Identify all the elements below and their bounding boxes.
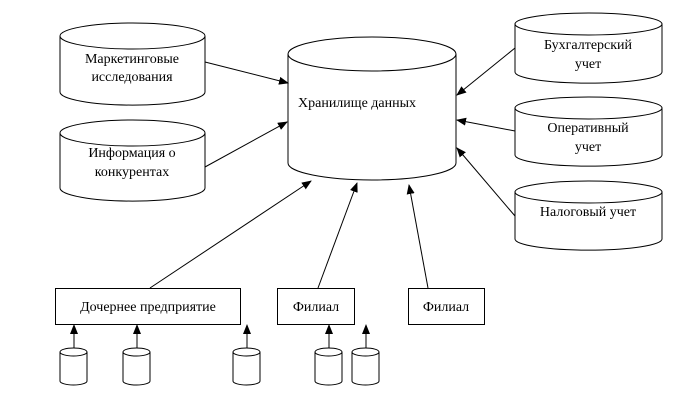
- operational-accounting-label-1: Оперативный: [547, 121, 629, 136]
- arrow-operational-to-warehouse: [456, 117, 516, 132]
- accounting-label-2: учет: [575, 57, 601, 72]
- accounting-cylinder: Бухгалтерский учет: [514, 12, 663, 84]
- marketing-research-cylinder: Маркетинговые исследования: [59, 22, 206, 106]
- arrow-subsidiary-to-warehouse: [149, 180, 312, 289]
- small-database-icon: [122, 347, 151, 386]
- arrow-accounting-to-warehouse: [456, 47, 516, 96]
- small-database-icon: [314, 347, 343, 386]
- marketing-research-label-2: исследования: [91, 70, 173, 85]
- competitor-info-label-1: Информация о: [88, 146, 175, 161]
- branch-1-label: Филиал: [293, 300, 339, 315]
- branch-box-2: Филиал: [408, 288, 485, 325]
- arrow-tax-to-warehouse: [456, 147, 516, 217]
- competitor-info-label-2: конкурентах: [95, 165, 169, 180]
- competitor-info-cylinder: Информация о конкурентах: [59, 119, 206, 202]
- arrow-competitors-to-warehouse: [204, 121, 288, 168]
- subsidiary-label: Дочернее предприятие: [80, 300, 216, 315]
- operational-accounting-cylinder: Оперативный учет: [514, 96, 663, 167]
- branch-box-1: Филиал: [277, 288, 355, 325]
- small-database-icon: [232, 347, 261, 386]
- small-database-icon: [59, 347, 88, 386]
- arrow-branch2-to-warehouse: [406, 184, 429, 289]
- marketing-research-label-1: Маркетинговые: [85, 52, 179, 67]
- operational-accounting-label-2: учет: [575, 140, 601, 155]
- tax-accounting-cylinder: Налоговый учет: [514, 180, 663, 251]
- accounting-label-1: Бухгалтерский: [544, 38, 633, 53]
- data-warehouse-label: Хранилище данных: [298, 96, 416, 111]
- branch-2-label: Филиал: [423, 300, 469, 315]
- arrow-marketing-to-warehouse: [204, 61, 289, 85]
- subsidiary-box: Дочернее предприятие: [55, 288, 241, 325]
- tax-accounting-label: Налоговый учет: [540, 205, 636, 220]
- data-warehouse-cylinder: Хранилище данных: [287, 36, 457, 181]
- small-database-icon: [351, 347, 380, 386]
- arrow-branch1-to-warehouse: [317, 182, 358, 289]
